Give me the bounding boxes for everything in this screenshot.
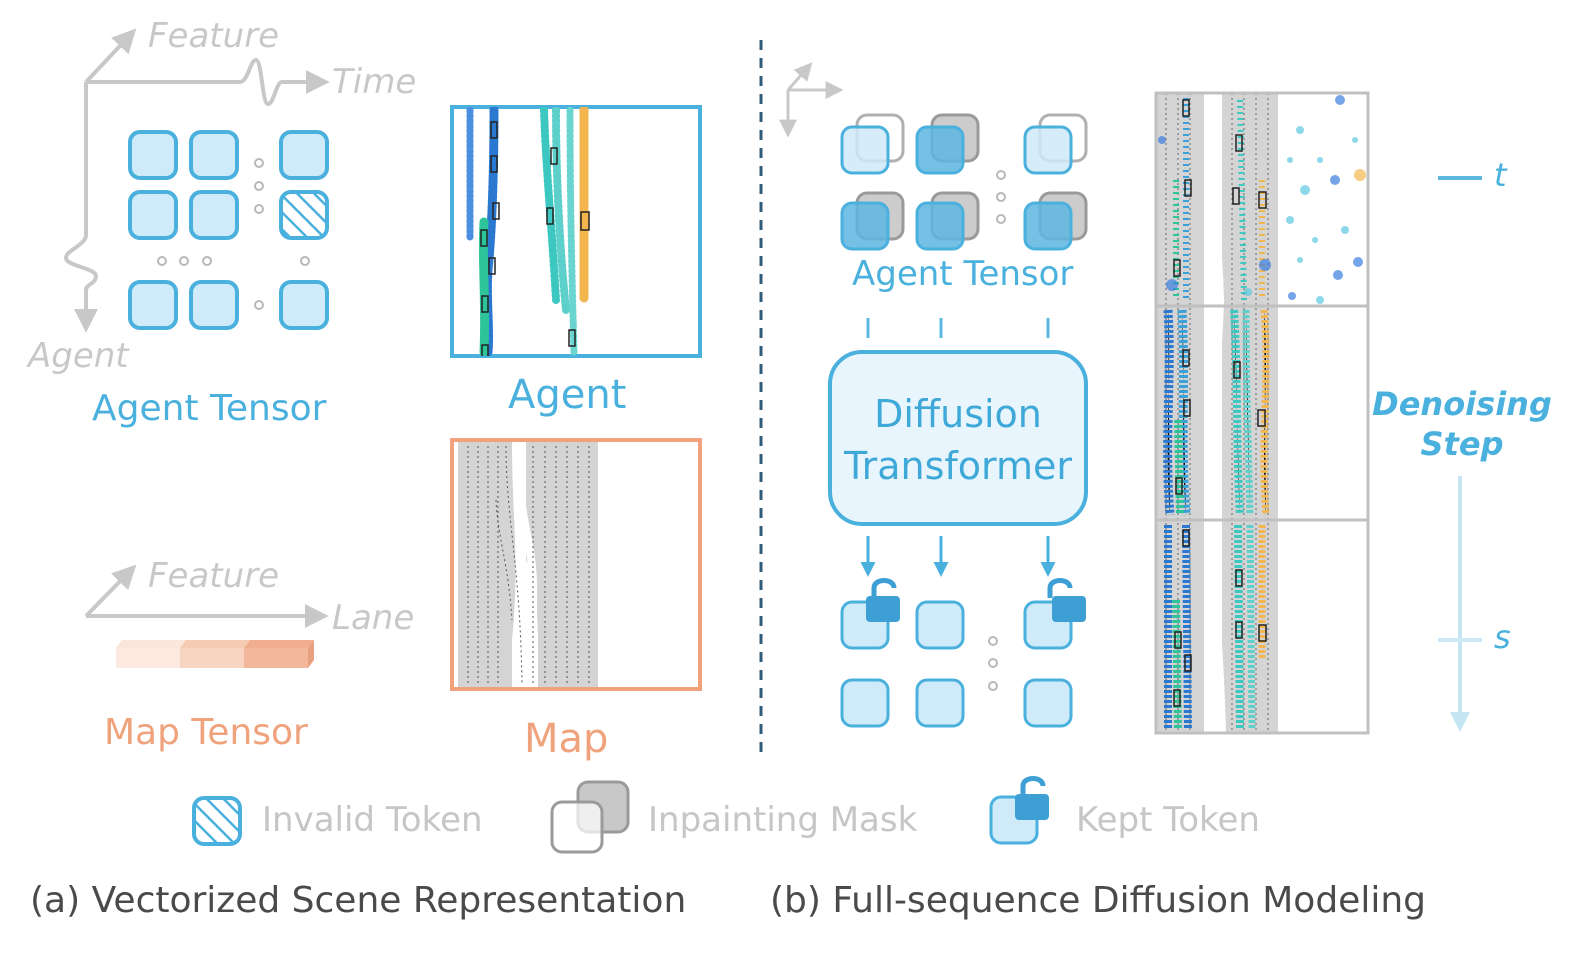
map-panel-label: Map: [524, 716, 609, 762]
masked-agent-tensor: [840, 113, 1088, 251]
output-tensor: [840, 578, 1086, 728]
denoising-step-line2: Step: [1420, 425, 1504, 463]
axis-label-time: Time: [332, 62, 417, 102]
scene-noisy: [1158, 95, 1366, 304]
diffusion-line2: Transformer: [843, 444, 1073, 488]
time-axis-arrow-icon: [86, 57, 330, 107]
lane-centerlines: [467, 445, 590, 685]
caption-b: (b) Full-sequence Diffusion Modeling: [770, 880, 1426, 921]
map-feature-axis-arrow-icon: [84, 564, 137, 618]
token: [128, 280, 178, 330]
token: [279, 130, 329, 180]
denoising-step-axis: [1438, 90, 1482, 732]
feature-axis-arrow-icon: [84, 28, 137, 84]
axis-label-feature: Feature: [148, 16, 280, 56]
mask-back-icon: [550, 800, 604, 854]
invalid-token-hatch-icon: [279, 190, 329, 240]
token: [128, 190, 178, 240]
denoising-step-line1: Denoising: [1372, 385, 1552, 423]
ellipsis-dots-icon: [988, 636, 998, 691]
legend-invalid-token: Invalid Token: [262, 800, 483, 840]
input-connectors: [866, 318, 1050, 338]
token: [189, 280, 239, 330]
map-tensor: [116, 640, 314, 668]
diffusion-line1: Diffusion: [874, 392, 1042, 436]
hatch-icon: [192, 796, 242, 846]
agent-axes: [63, 28, 330, 333]
map-axis-label-feature: Feature: [148, 556, 280, 596]
token: [128, 130, 178, 180]
agent-tensor-grid: [128, 130, 329, 330]
output-arrows: [860, 536, 1056, 577]
agent-tensor-label: Agent Tensor: [92, 388, 327, 429]
legend-kept-token: Kept Token: [1076, 800, 1260, 840]
agent-trajectories: [466, 107, 590, 356]
ellipsis-dots-icon: [157, 158, 310, 310]
vehicle-boxes: [1173, 99, 1267, 707]
scene-mid: [1163, 309, 1270, 516]
small-axes-icon: [779, 62, 844, 138]
lock-icon: [866, 578, 900, 622]
caption-a: (a) Vectorized Scene Representation: [30, 880, 687, 921]
axis-label-lane: Lane: [332, 598, 415, 638]
map-axes: [84, 564, 329, 628]
agent-axis-arrow-icon: [63, 82, 99, 333]
token: [279, 280, 329, 330]
ellipsis-dots-icon: [996, 170, 1006, 224]
lock-icon: [1015, 776, 1049, 820]
map-tensor-label: Map Tensor: [104, 712, 308, 753]
agent-panel-label: Agent: [508, 372, 627, 418]
token: [189, 190, 239, 240]
denoising-scenes: [1154, 91, 1370, 735]
diffusion-transformer-box: [828, 350, 1088, 526]
scene-clean: [1164, 524, 1266, 731]
tick-label-s: s: [1494, 618, 1511, 656]
lock-icon: [1047, 578, 1086, 622]
map-panel: [450, 438, 702, 691]
axis-label-agent: Agent: [28, 336, 129, 376]
right-agent-tensor-label: Agent Tensor: [852, 254, 1074, 294]
legend-inpainting-mask: Inpainting Mask: [648, 800, 918, 840]
agent-panel: [450, 105, 702, 358]
legend: [192, 776, 1049, 854]
token: [189, 130, 239, 180]
tick-label-t: t: [1494, 156, 1507, 194]
